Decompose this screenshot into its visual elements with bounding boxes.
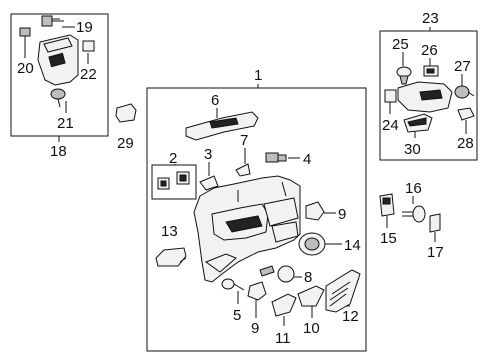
callout-20: 20	[17, 60, 34, 77]
retainer-part-24	[384, 89, 397, 103]
screw-part-19	[41, 15, 64, 27]
callout-7: 7	[240, 132, 248, 149]
lower-trim-panel-part-23	[397, 81, 453, 113]
clip-part-7	[235, 163, 251, 177]
callout-4: 4	[303, 151, 311, 168]
callout-22: 22	[80, 66, 97, 83]
cover-part-11	[271, 293, 297, 317]
callout-8: 8	[304, 269, 312, 286]
cover-part-29	[115, 103, 137, 123]
callout-10: 10	[303, 320, 320, 337]
callout-9-upper: 9	[338, 206, 346, 223]
frame-group-23	[379, 30, 478, 161]
clip-part-28	[457, 107, 475, 121]
bolt-part-27	[454, 85, 475, 99]
grille-part-12	[325, 269, 361, 313]
callout-19: 19	[76, 19, 93, 36]
fastener-part-5	[221, 278, 245, 291]
clip-part-25	[396, 66, 412, 85]
bolt-part-20	[19, 27, 31, 44]
cover-part-13	[155, 247, 187, 267]
clip-part-3	[199, 175, 219, 191]
callout-25: 25	[392, 36, 409, 53]
callout-28: 28	[457, 135, 474, 152]
callout-11: 11	[275, 330, 291, 347]
callout-30: 30	[404, 141, 421, 158]
retainer-part-15	[379, 193, 395, 217]
handle-part-9b	[247, 281, 267, 301]
retainer-part-2b	[176, 171, 190, 185]
callout-3: 3	[204, 146, 212, 163]
callout-2: 2	[169, 150, 177, 167]
quarter-trim-panel-part-1	[193, 175, 301, 283]
handle-part-9a	[305, 201, 325, 221]
callout-13: 13	[161, 223, 178, 240]
frame-group-1	[146, 87, 367, 352]
callout-21: 21	[57, 115, 74, 132]
garnish-part-6	[185, 111, 259, 141]
callout-18: 18	[50, 143, 67, 160]
callout-14: 14	[344, 237, 361, 254]
callout-6: 6	[211, 92, 219, 109]
callout-24: 24	[382, 117, 399, 134]
callout-16: 16	[405, 180, 422, 197]
callout-5: 5	[233, 307, 241, 324]
upper-trim-panel-part-18	[37, 34, 79, 86]
callout-23: 23	[422, 10, 439, 27]
clip-part-22	[82, 40, 95, 52]
pin-part-16	[402, 205, 426, 223]
frame-group-2	[151, 164, 197, 200]
speaker-grille-part-14	[298, 232, 326, 256]
callout-9-lower: 9	[251, 320, 259, 337]
cover-part-30	[403, 113, 433, 133]
callout-1: 1	[254, 67, 262, 84]
retainer-part-2a	[157, 177, 170, 190]
callout-12: 12	[342, 308, 359, 325]
callout-26: 26	[421, 42, 438, 59]
callout-27: 27	[454, 58, 471, 75]
retainer-part-17	[429, 213, 441, 233]
callout-15: 15	[380, 230, 397, 247]
screw-part-4	[265, 152, 287, 163]
pin-part-8	[259, 265, 295, 283]
callout-29: 29	[117, 135, 134, 152]
callout-17: 17	[427, 244, 444, 261]
clip-part-26	[423, 65, 439, 77]
cover-part-10	[297, 285, 325, 307]
pin-part-21	[50, 88, 66, 108]
